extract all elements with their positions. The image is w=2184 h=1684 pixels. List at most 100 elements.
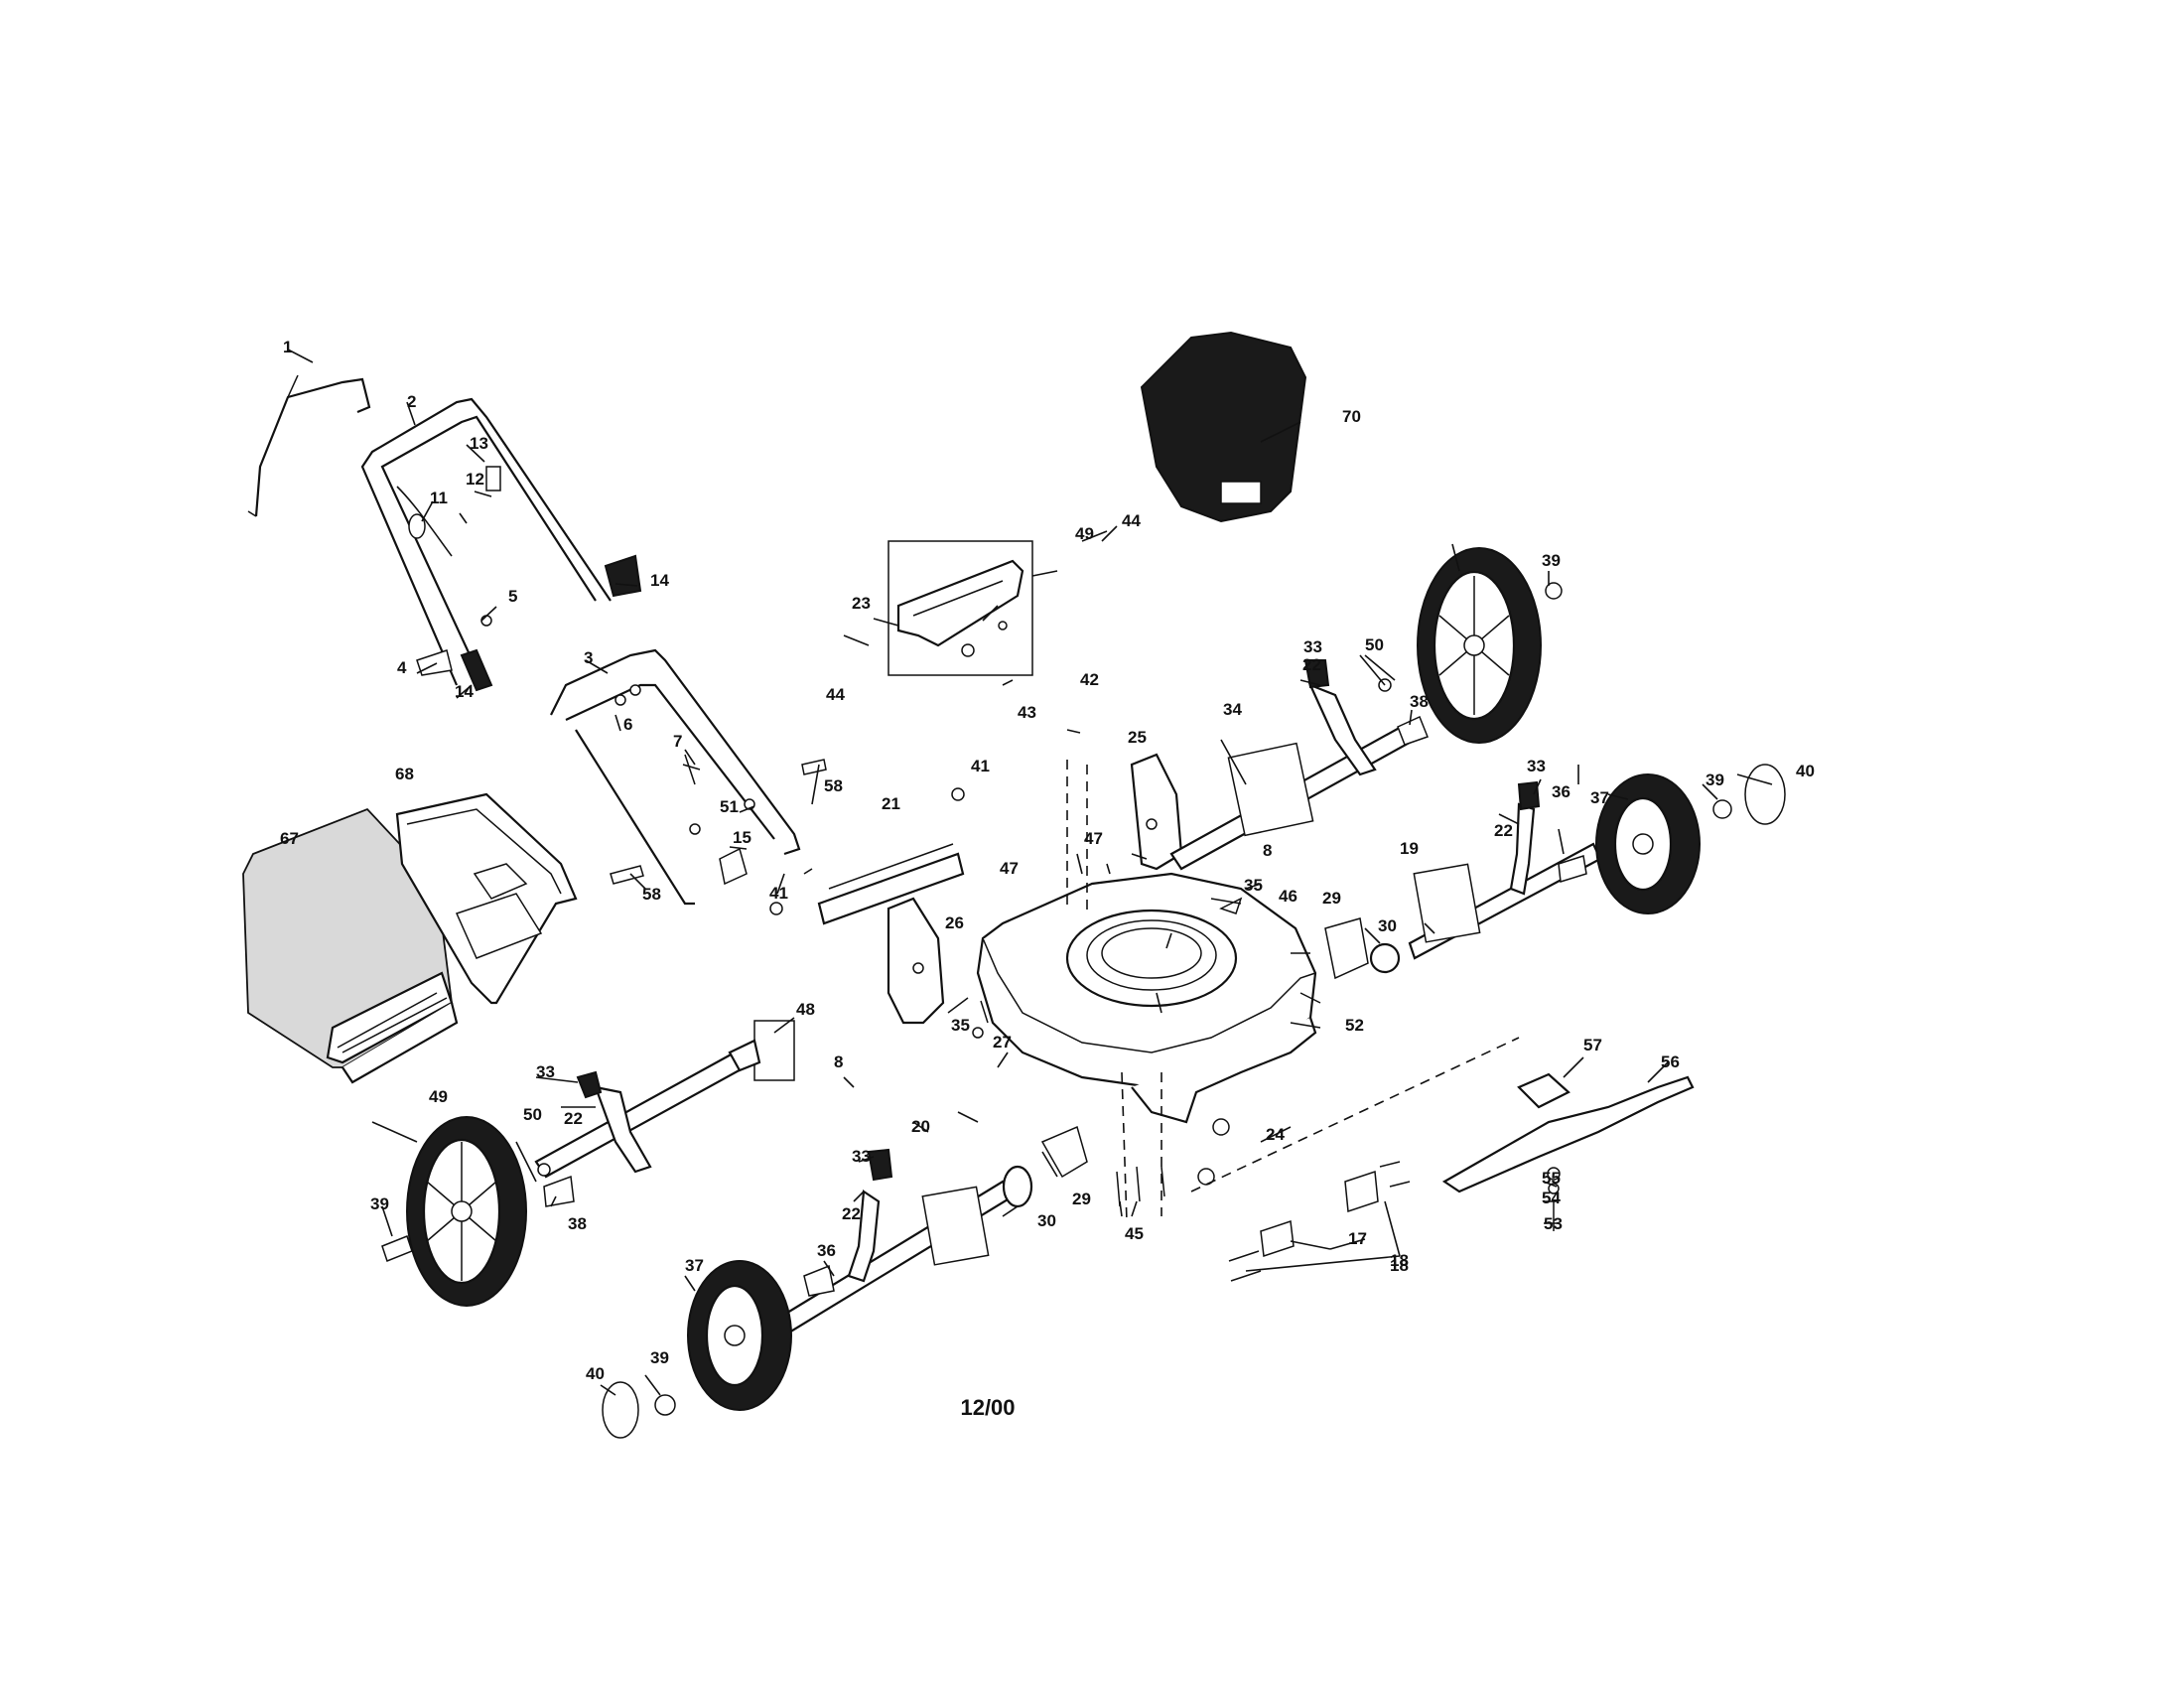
wheel-rear-left — [381, 1116, 527, 1307]
part-label: 36 — [1552, 782, 1570, 801]
part-label: 33 — [852, 1147, 871, 1166]
part-label: 19 — [1400, 839, 1419, 858]
part-label: 70 — [1342, 407, 1361, 426]
part-label: 38 — [1410, 692, 1429, 711]
part-label: 26 — [945, 913, 964, 932]
part-label: 47 — [1000, 859, 1019, 878]
baffle-rod — [769, 787, 965, 925]
part-label: 50 — [523, 1105, 542, 1124]
part-label: 44 — [826, 685, 845, 704]
part-label: 36 — [817, 1241, 836, 1260]
part-label: 21 — [882, 794, 900, 813]
front-axle-left — [772, 1125, 1088, 1337]
part-label: 5 — [508, 587, 517, 606]
part-label: 8 — [1263, 841, 1272, 860]
part-label: 14 — [455, 682, 474, 701]
part-label: 45 — [1125, 1224, 1144, 1243]
part-label: 47 — [1084, 829, 1103, 848]
bail-handle — [247, 374, 371, 517]
part-label: 13 — [470, 434, 488, 453]
deck — [976, 872, 1321, 1124]
part-label: 56 — [1661, 1052, 1680, 1071]
part-label: 33 — [1527, 757, 1546, 775]
part-label: 58 — [824, 776, 843, 795]
part-label: 43 — [1018, 703, 1036, 722]
upper-handle — [360, 397, 612, 686]
rear-door-box — [887, 540, 1033, 676]
part-label: 1 — [283, 338, 292, 356]
part-label: 8 — [834, 1052, 843, 1071]
part-label: 44 — [1122, 511, 1141, 530]
part-label: 20 — [911, 1117, 930, 1136]
part-label: 38 — [568, 1214, 587, 1233]
part-label: 39 — [370, 1194, 389, 1213]
wheel-front-left — [602, 1260, 792, 1439]
part-label: 48 — [796, 1000, 815, 1019]
part-label: 33 — [536, 1062, 555, 1081]
rear-axle-left — [534, 1020, 795, 1207]
part-label: 18 — [1390, 1251, 1409, 1270]
part-label: 41 — [971, 757, 990, 775]
part-label: 25 — [1128, 728, 1147, 747]
part-label: 37 — [685, 1256, 704, 1275]
part-label: 29 — [1322, 889, 1341, 908]
part-label: 3 — [584, 648, 593, 667]
part-label: 67 — [280, 829, 299, 848]
rear-axle-right — [1169, 659, 1429, 871]
part-label: 46 — [1279, 887, 1297, 906]
part-label: 18 — [1390, 1256, 1409, 1275]
wheel-front-right — [1595, 764, 1786, 914]
part-label: 49 — [1075, 524, 1094, 543]
bag-frame — [395, 792, 578, 1005]
part-label: 23 — [852, 594, 871, 613]
part-label: 34 — [1223, 700, 1242, 719]
part-label: 30 — [1037, 1211, 1056, 1230]
date-code: 12/00 — [960, 1395, 1015, 1420]
front-axle-right — [1324, 780, 1602, 980]
part-label: 4 — [397, 658, 407, 677]
part-label: 39 — [650, 1348, 669, 1367]
deck-bolts — [947, 897, 1243, 1207]
part-label: 52 — [1345, 1016, 1364, 1035]
part-label: 6 — [623, 715, 632, 734]
blade — [1190, 1037, 1695, 1231]
part-label: 15 — [733, 828, 751, 847]
part-label: 39 — [1542, 551, 1561, 570]
part-label: 40 — [1796, 762, 1815, 780]
part-label: 22 — [1302, 655, 1321, 674]
part-label: 55 — [1542, 1169, 1561, 1188]
part-label: 50 — [1365, 635, 1384, 654]
part-label: 2 — [407, 392, 416, 411]
part-label: 30 — [1378, 916, 1397, 935]
part-label: 68 — [395, 765, 414, 783]
part-label: 49 — [429, 1087, 448, 1106]
part-label: 22 — [842, 1204, 861, 1223]
part-label: 58 — [642, 885, 661, 904]
part-label: 54 — [1542, 1189, 1561, 1207]
part-label: 57 — [1583, 1036, 1602, 1054]
part-label: 53 — [1544, 1214, 1563, 1233]
part-label: 35 — [951, 1016, 970, 1035]
part-labels: 1234567881112131414151718181920212222222… — [280, 338, 1815, 1383]
part-label: 14 — [650, 571, 669, 590]
part-label: 51 — [720, 797, 739, 816]
part-label: 39 — [1706, 771, 1724, 789]
part-label: 37 — [1590, 788, 1609, 807]
part-label: 22 — [1494, 821, 1513, 840]
part-label: 35 — [1244, 876, 1263, 895]
handle-bolts — [610, 759, 827, 886]
part-label: 7 — [673, 732, 682, 751]
leader-lines — [287, 349, 1773, 1396]
part-label: 11 — [430, 489, 448, 507]
part-label: 42 — [1080, 670, 1099, 689]
part-label: 22 — [564, 1109, 583, 1128]
part-label: 17 — [1348, 1229, 1367, 1248]
engine — [1140, 331, 1307, 523]
grass-bag — [242, 807, 459, 1084]
part-label: 12 — [466, 470, 484, 489]
blade-adapter-bolts — [1228, 1161, 1411, 1282]
part-label: 41 — [769, 884, 788, 903]
part-label: 27 — [993, 1033, 1012, 1052]
part-label: 24 — [1266, 1125, 1285, 1144]
